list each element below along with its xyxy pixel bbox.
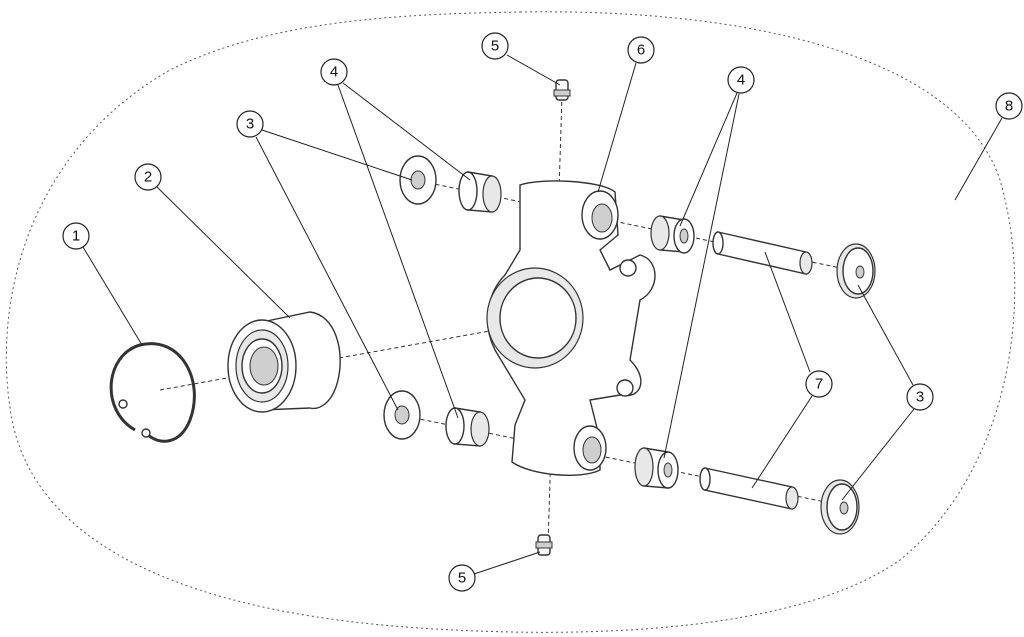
callout-4-left: 4	[320, 58, 348, 86]
svg-text:4: 4	[737, 72, 745, 89]
leader-lines	[82, 54, 1003, 575]
bearing-axis	[159, 321, 541, 391]
callout-1: 1	[62, 222, 90, 250]
bushing-lower-right	[634, 447, 679, 489]
svg-text:3: 3	[916, 389, 924, 406]
callout-3-right: 3	[906, 383, 934, 411]
bushing-lower-left	[445, 407, 490, 447]
callout-6: 6	[627, 36, 655, 64]
bushing-upper-right	[650, 215, 695, 254]
assembly-boundary	[5, 11, 1016, 633]
seal-lower-left	[383, 390, 421, 440]
bushing-upper-left	[458, 171, 502, 213]
svg-text:2: 2	[144, 169, 152, 186]
grease-nipple-bottom	[535, 534, 553, 556]
svg-text:8: 8	[1005, 98, 1013, 115]
pin-lower	[699, 467, 799, 510]
washer-lower-right	[820, 479, 860, 535]
svg-text:6: 6	[637, 42, 645, 59]
callout-8: 8	[995, 92, 1023, 120]
callout-5-bottom: 5	[448, 564, 476, 592]
pin-upper	[712, 231, 813, 275]
svg-text:4: 4	[330, 64, 338, 81]
callout-4-right: 4	[727, 66, 755, 94]
svg-text:3: 3	[246, 116, 254, 133]
svg-text:5: 5	[491, 38, 499, 55]
seal-upper-left	[399, 155, 437, 205]
callout-3-left: 3	[236, 110, 264, 138]
washer-upper-right	[836, 243, 876, 299]
callout-7: 7	[805, 370, 833, 398]
svg-text:5: 5	[458, 570, 466, 587]
circlip-part	[109, 342, 196, 443]
carrier-part	[486, 180, 656, 476]
svg-text:7: 7	[815, 376, 823, 393]
bearing-part	[227, 311, 341, 413]
callout-2: 2	[134, 163, 162, 191]
callout-5-top: 5	[481, 32, 509, 60]
svg-text:1: 1	[72, 228, 80, 245]
